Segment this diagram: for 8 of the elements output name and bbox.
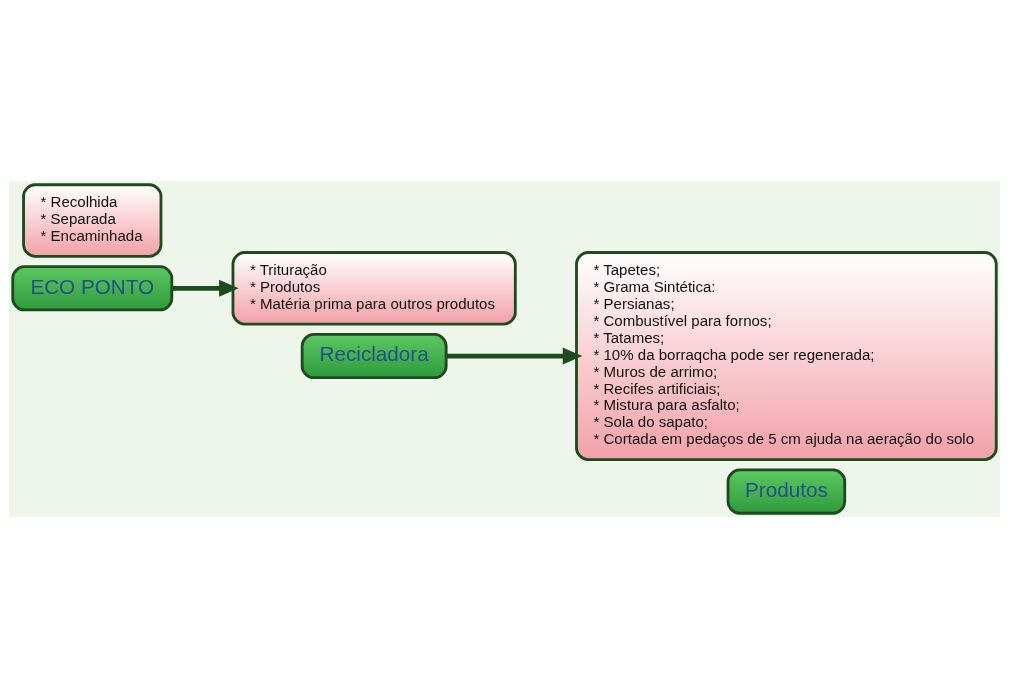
arrow <box>171 279 239 297</box>
node-box: Produtos <box>726 468 847 515</box>
node-box: ECO PONTO <box>11 265 174 312</box>
node-box: * Recolhida * Separada * Encaminhada <box>22 183 163 258</box>
node-box: * Tapetes; * Grama Sintética: * Persianas; * Combustível para fornos; * Tatames; * 10% da borraqcha pode ser regenerada; * Muros de arrimo; * Recifes artificiais; * Mistura para asfalto; * Sola do sapato; * Cortada em pedaços de 5 cm ajuda na aeração do solo <box>575 251 998 461</box>
node-box: Recicladora <box>300 333 448 380</box>
node-box: * Trituração * Produtos * Matéria prima para outros produtos <box>231 251 517 326</box>
arrow <box>446 347 583 365</box>
